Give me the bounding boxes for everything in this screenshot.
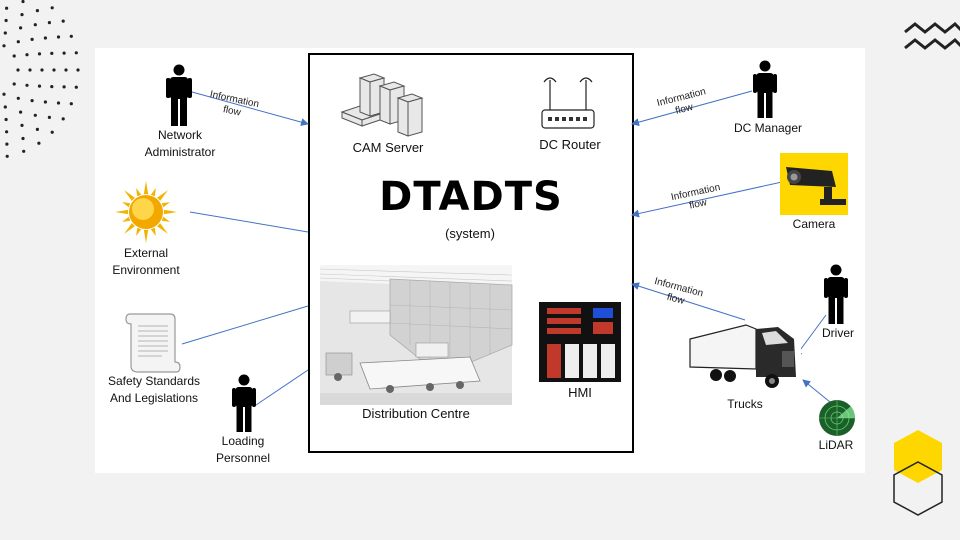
system-title: DTADTS	[379, 174, 563, 220]
truck-icon	[686, 321, 801, 391]
arrow-lidar	[802, 379, 831, 403]
trucks-label: Trucks	[727, 397, 763, 411]
scroll-document-icon	[125, 313, 181, 373]
arrow-camera	[631, 181, 783, 218]
arrow-dc-manager	[631, 90, 753, 127]
person-icon	[753, 60, 777, 118]
sun-icon	[115, 181, 177, 243]
driver-label: Driver	[822, 326, 854, 340]
arrow-trucks	[631, 282, 746, 321]
dc-manager-label: DC Manager	[733, 121, 803, 135]
distribution-centre-label: Distribution Centre	[362, 406, 470, 421]
hmi-panel-icon	[539, 302, 621, 382]
cam-server-label: CAM Server	[352, 140, 424, 155]
line-safety	[181, 305, 309, 345]
hmi-label: HMI	[568, 385, 592, 400]
person-icon	[824, 264, 848, 324]
zigzag-decoration	[904, 21, 960, 50]
camera-icon	[780, 153, 848, 215]
camera-label: Camera	[792, 217, 836, 231]
person-icon	[232, 374, 256, 432]
router-icon	[541, 77, 595, 129]
distribution-centre-image	[319, 265, 513, 405]
person-icon	[166, 64, 192, 126]
lidar-label: LiDAR	[818, 438, 854, 452]
line-loading	[255, 369, 309, 406]
dc-router-label: DC Router	[539, 137, 601, 152]
dot-arc-decoration	[2, 0, 80, 158]
arrow-network-admin	[191, 91, 309, 126]
system-subtitle: (system)	[445, 226, 495, 241]
server-icon	[340, 73, 424, 137]
hexagon-decoration	[893, 430, 943, 516]
line-external-env	[189, 211, 309, 233]
radar-icon	[819, 400, 856, 436]
